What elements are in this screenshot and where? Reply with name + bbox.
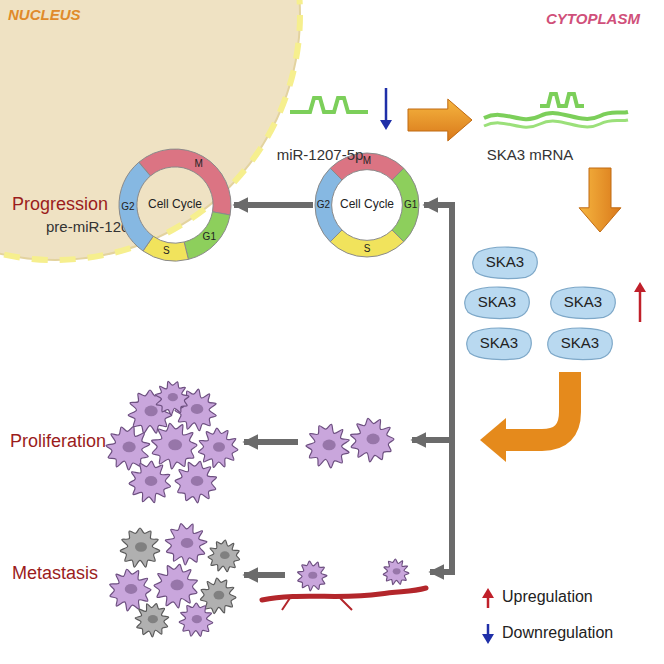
flow-arrow — [424, 202, 452, 208]
row-label: Metastasis — [12, 563, 98, 584]
cell-cycle-ring: Cell Cycle M G1S G2 — [119, 149, 231, 261]
molecule-label: SKA3 mRNA — [487, 146, 574, 163]
process-arrow — [579, 168, 621, 232]
cell — [155, 381, 189, 415]
regulation-arrowhead — [482, 634, 494, 644]
cell — [383, 559, 409, 585]
regulation-arrow — [385, 88, 388, 122]
cell-cycle-ring: Cell Cycle M G1S G2 — [315, 153, 419, 257]
flow-arrow — [430, 569, 452, 575]
protein-label: SKA3 — [561, 334, 599, 351]
mirna-strand — [290, 98, 368, 112]
flow-arrow — [234, 202, 313, 208]
molecule-label: miR-1207-5p — [277, 146, 364, 163]
region-label: NUCLEUS — [8, 6, 81, 23]
phase-label: G1 — [203, 231, 216, 243]
legend-label: Downregulation — [502, 624, 613, 642]
cell — [198, 428, 238, 467]
protein-label: SKA3 — [486, 253, 524, 270]
cell — [129, 461, 170, 503]
blood-vessel — [282, 598, 352, 610]
cell — [165, 524, 207, 565]
phase-label: G2 — [317, 199, 330, 211]
cell — [208, 540, 240, 572]
cell — [175, 461, 216, 503]
phase-label: G2 — [121, 201, 134, 213]
protein-blob: SKA3 — [472, 245, 539, 279]
regulation-arrowhead — [482, 588, 494, 598]
protein-label: SKA3 — [478, 293, 516, 310]
protein-label: SKA3 — [564, 293, 602, 310]
cell — [179, 603, 213, 636]
protein-label: SKA3 — [480, 334, 518, 351]
legend-label: Upregulation — [502, 588, 593, 606]
cell — [135, 604, 169, 637]
flow-arrow — [412, 437, 455, 443]
blood-vessel — [262, 588, 426, 600]
flow-arrow — [244, 572, 285, 578]
mrna-strand — [484, 94, 628, 127]
protein-blob: SKA3 — [547, 326, 614, 360]
cell — [106, 427, 150, 470]
cell — [351, 418, 394, 462]
row-label: Progression — [12, 194, 108, 215]
cell — [306, 424, 349, 468]
protein-blob: SKA3 — [464, 285, 531, 319]
region-label: CYTOPLASM — [546, 10, 640, 27]
protein-blob: SKA3 — [550, 285, 617, 319]
phase-label: G1 — [404, 199, 417, 211]
regulation-arrowhead — [634, 282, 646, 292]
flow-line — [449, 202, 455, 575]
cell — [154, 564, 197, 608]
regulation-arrowhead — [380, 120, 392, 130]
cycle-label: Cell Cycle — [340, 198, 394, 212]
process-arrow — [505, 372, 570, 440]
cell — [110, 569, 151, 611]
flow-arrow — [244, 439, 298, 445]
process-arrow — [408, 99, 472, 141]
phase-label: M — [194, 159, 202, 171]
regulation-arrow — [639, 290, 642, 322]
process-arrowhead — [480, 418, 506, 462]
cell — [120, 528, 160, 567]
cell — [152, 423, 197, 469]
cell — [297, 561, 327, 591]
phase-label: S — [364, 243, 371, 255]
cycle-label: Cell Cycle — [148, 198, 202, 212]
phase-label: S — [163, 246, 170, 258]
phase-label: M — [363, 156, 371, 168]
protein-blob: SKA3 — [466, 326, 533, 360]
row-label: Proliferation — [10, 431, 106, 452]
nucleus-region: NUCLEUSpre-miR-1207 — [0, 0, 312, 264]
